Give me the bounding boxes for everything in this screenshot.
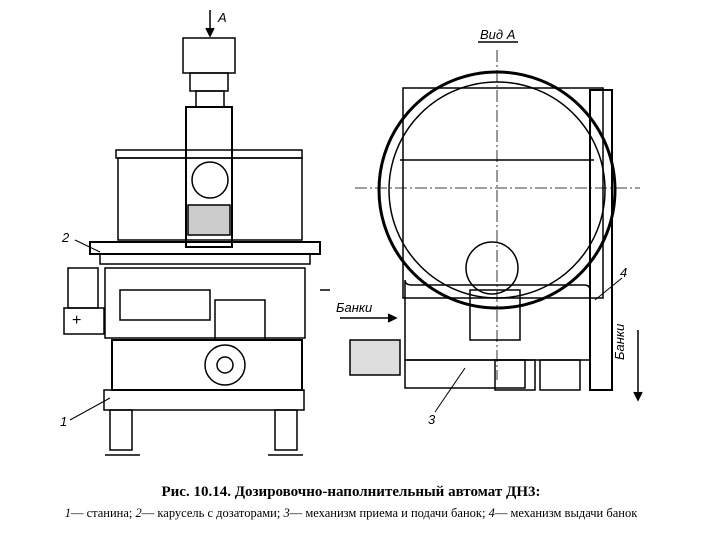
input-cans-label: Банки	[336, 300, 373, 315]
legend-text-4: — механизм выдачи банок	[494, 506, 638, 520]
legend-text-1: — станина;	[70, 506, 133, 520]
figure-legend: 1— станина; 2— карусель с дозаторами; 3—…	[10, 506, 692, 521]
view-a-label: Вид А	[480, 27, 516, 42]
legend-num-4: 4	[488, 506, 495, 520]
machine-drawing	[63, 10, 643, 456]
legend-text-2: — карусель с дозаторами;	[141, 506, 281, 520]
callout-3: 3	[428, 412, 436, 427]
output-cans-label: Банки	[612, 323, 627, 360]
callout-4: 4	[620, 265, 628, 280]
callout-1: 1	[60, 414, 68, 429]
legend-num-1: 1	[64, 506, 71, 520]
plus-sign: +	[72, 312, 82, 329]
legend-text-3: — механизм приема и подачи банок;	[289, 506, 486, 520]
front-view	[63, 10, 330, 456]
legend-num-2: 2	[135, 506, 142, 520]
legend-num-3: 3	[283, 506, 290, 520]
side-view	[340, 41, 643, 402]
figure-title: Рис. 10.14. Дозировочно-наполнительный а…	[161, 484, 541, 500]
callout-2: 2	[62, 230, 70, 245]
arrow-label-a: А	[218, 10, 227, 25]
